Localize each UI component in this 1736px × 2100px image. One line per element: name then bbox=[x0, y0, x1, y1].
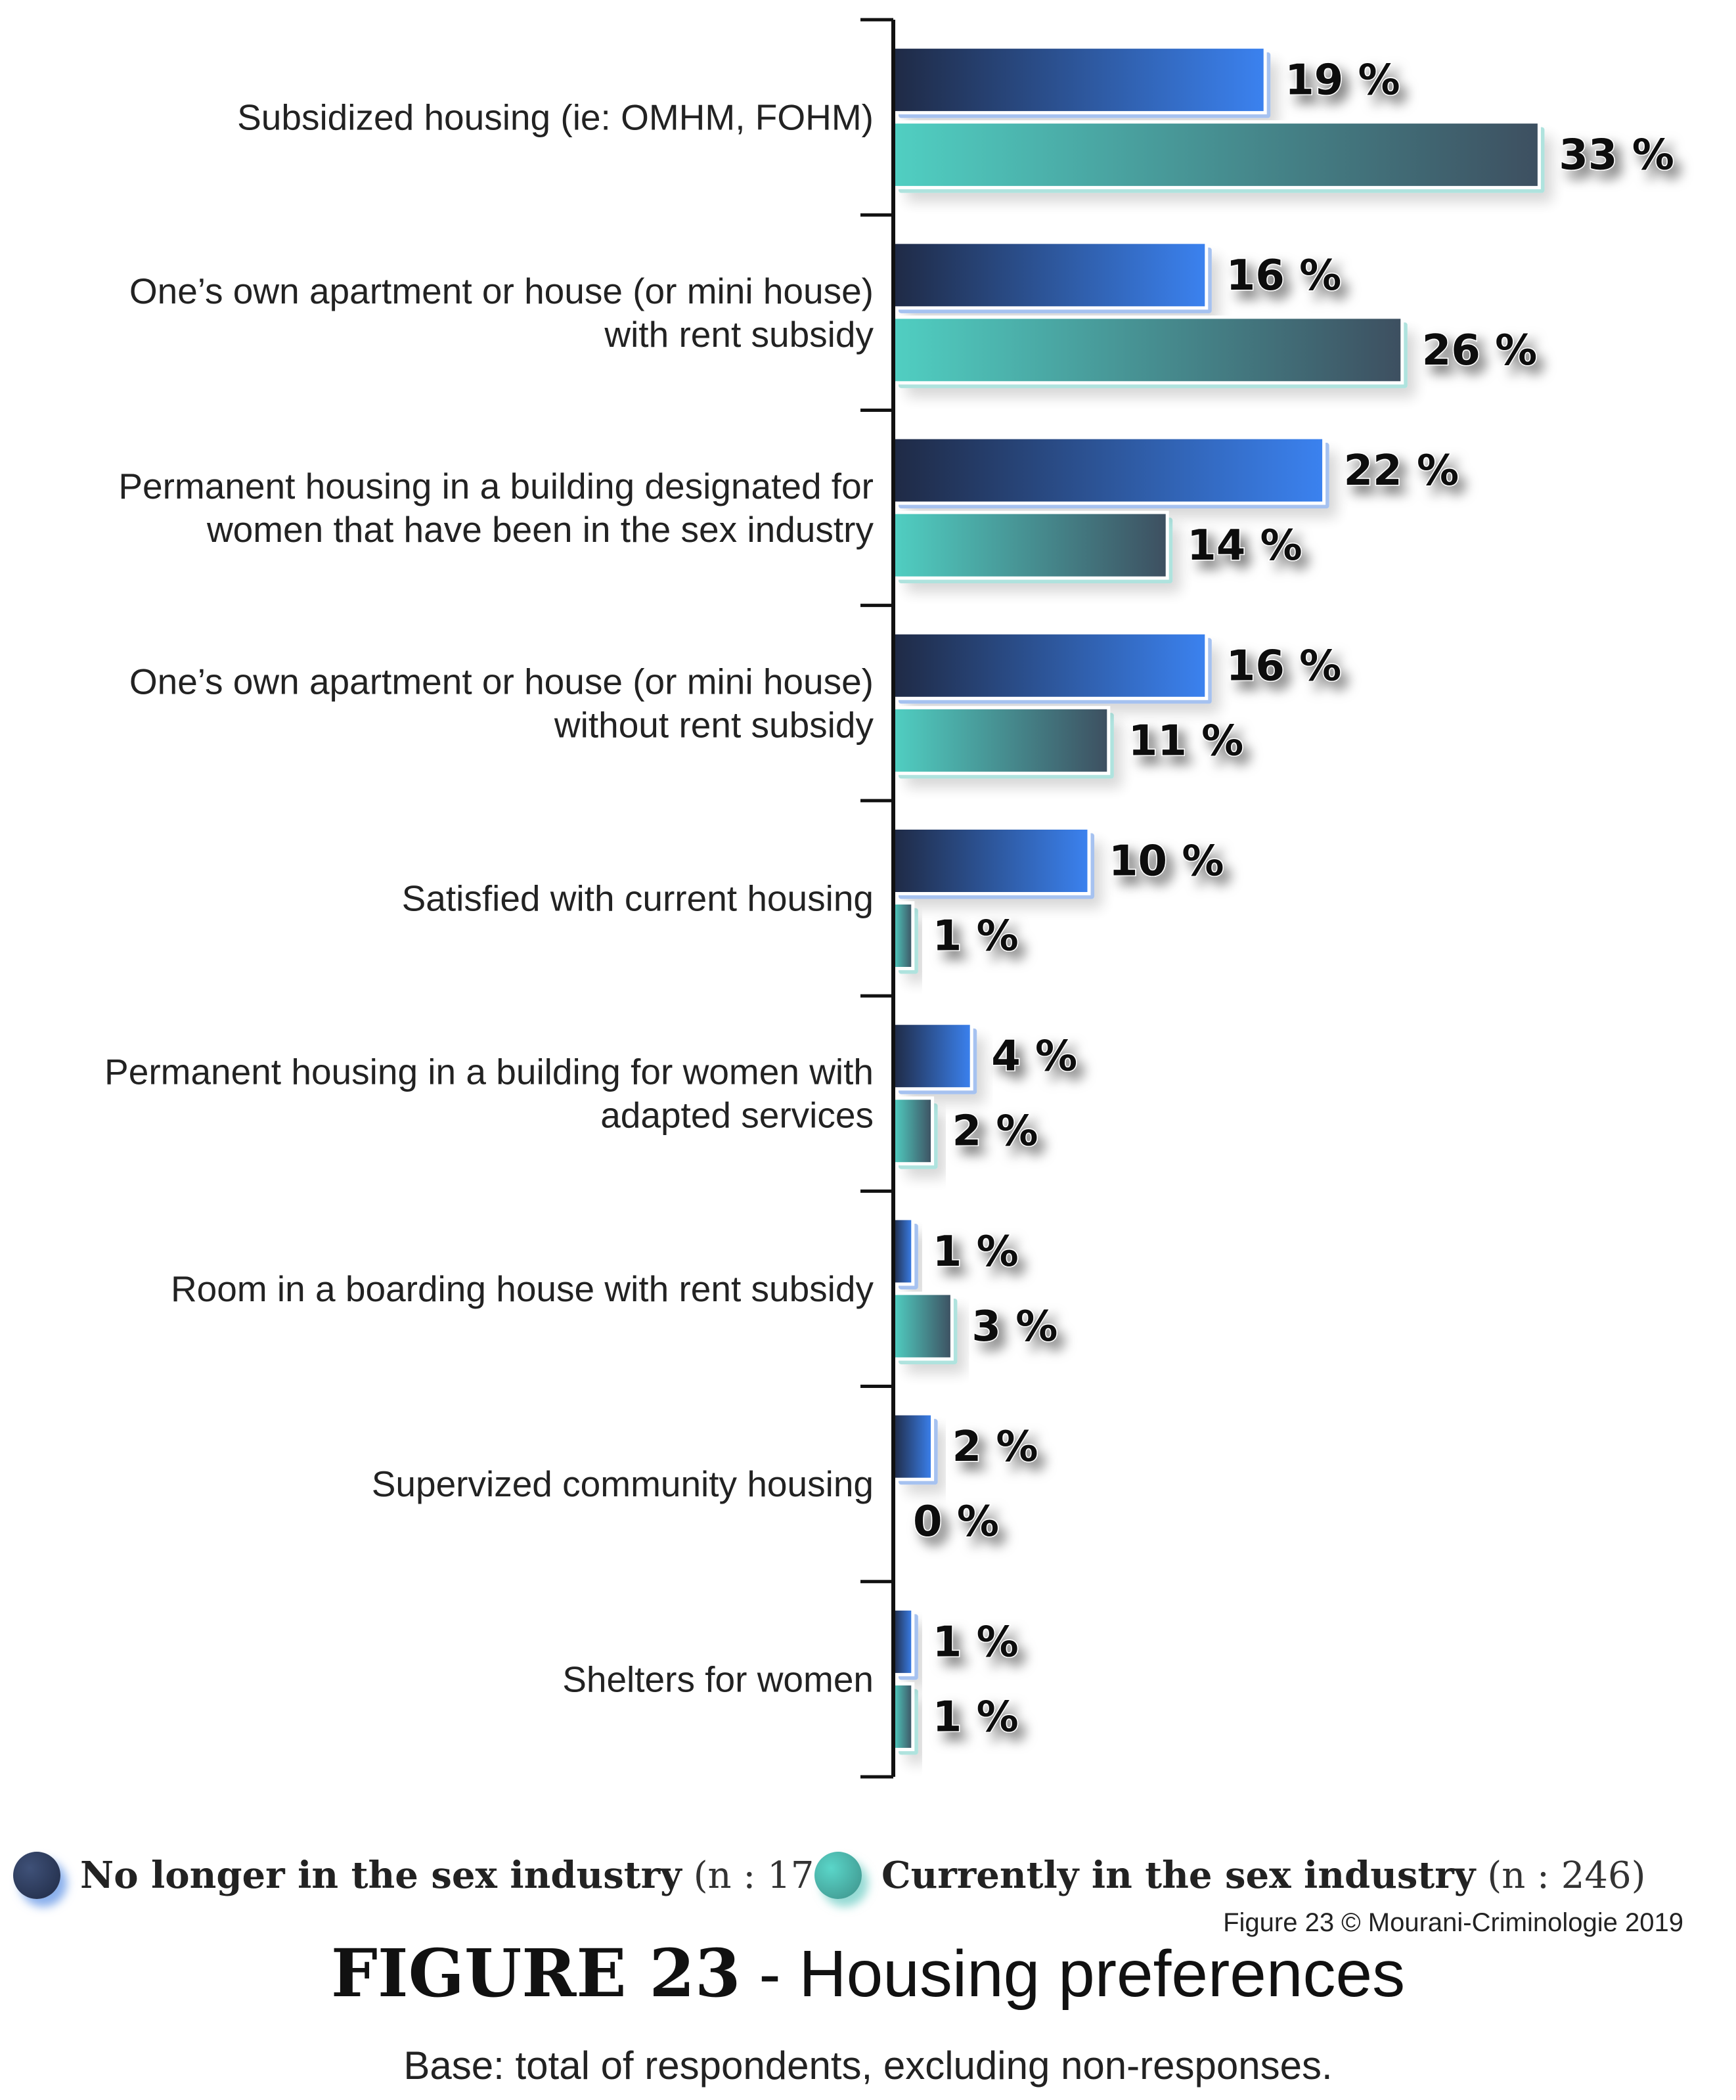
figure-number: FIGURE 23 bbox=[330, 1934, 741, 2012]
figure-credit: Figure 23 © Mourani-Criminologie 2019 bbox=[1223, 1908, 1683, 1937]
legend-item-currently: Currently in the sex industry (n : 246) bbox=[814, 1839, 1645, 1911]
legend-item-no-longer: No longer in the sex industry (n : 178) bbox=[13, 1839, 852, 1911]
category-label: adapted services bbox=[600, 1095, 874, 1136]
data-label: 1 % bbox=[933, 1228, 1019, 1276]
category-label: One’s own apartment or house (or mini ho… bbox=[129, 661, 874, 702]
figure-base-note: Base: total of respondents, excluding no… bbox=[403, 2044, 1333, 2088]
category-label: Satisfied with current housing bbox=[402, 878, 874, 919]
category-label: women that have been in the sex industry bbox=[206, 509, 874, 550]
data-label: 14 % bbox=[1187, 522, 1302, 570]
data-label: 4 % bbox=[991, 1033, 1077, 1081]
category-label: Subsidized housing (ie: OMHM, FOHM) bbox=[237, 97, 874, 138]
data-label: 33 % bbox=[1559, 131, 1674, 180]
data-label: 11 % bbox=[1128, 717, 1243, 765]
category-label: One’s own apartment or house (or mini ho… bbox=[129, 271, 874, 311]
bar bbox=[891, 436, 1326, 505]
bar bbox=[891, 1291, 954, 1361]
data-label: 1 % bbox=[933, 912, 1019, 961]
data-label: 3 % bbox=[971, 1303, 1057, 1351]
legend-series-n: (n : 246) bbox=[1487, 1854, 1646, 1897]
data-label: 26 % bbox=[1422, 326, 1537, 375]
data-label: 16 % bbox=[1226, 252, 1341, 300]
legend-series-name: No longer in the sex industry bbox=[80, 1854, 682, 1897]
bar bbox=[891, 826, 1091, 895]
bar bbox=[891, 1096, 935, 1166]
bar bbox=[891, 705, 1111, 775]
bar bbox=[891, 315, 1404, 385]
labels-group: Subsidized housing (ie: OMHM, FOHM) 19 % 3… bbox=[104, 55, 1675, 1743]
data-label: 19 % bbox=[1285, 56, 1400, 105]
bar bbox=[891, 631, 1209, 700]
category-label: Permanent housing in a building for wome… bbox=[104, 1052, 874, 1092]
category-label: Supervized community housing bbox=[372, 1463, 874, 1504]
data-label: 2 % bbox=[952, 1423, 1038, 1471]
data-label: 16 % bbox=[1226, 642, 1341, 690]
data-label: 1 % bbox=[933, 1618, 1019, 1666]
category-label: Permanent housing in a building designat… bbox=[118, 466, 874, 506]
legend: No longer in the sex industry (n : 178) … bbox=[0, 1839, 1736, 1911]
bar bbox=[891, 1412, 935, 1481]
category-label: Shelters for women bbox=[562, 1659, 874, 1699]
bar bbox=[891, 1682, 915, 1751]
bar bbox=[891, 1217, 915, 1286]
bar bbox=[891, 1021, 973, 1091]
figure-title: FIGURE 23 - Housing preferences bbox=[0, 1934, 1736, 2012]
bar-chart: Subsidized housing (ie: OMHM, FOHM) 19 % 3… bbox=[104, 18, 1675, 1779]
category-label: with rent subsidy bbox=[604, 314, 874, 355]
data-label: 2 % bbox=[952, 1107, 1038, 1156]
y-axis bbox=[860, 18, 895, 1779]
bar bbox=[891, 1607, 915, 1676]
data-label: 1 % bbox=[933, 1693, 1019, 1741]
bar bbox=[891, 240, 1209, 310]
data-label: 10 % bbox=[1109, 838, 1224, 886]
bar bbox=[891, 510, 1169, 580]
figure-name: - Housing preferences bbox=[740, 1937, 1406, 2011]
bar bbox=[891, 45, 1267, 115]
data-label: 22 % bbox=[1344, 447, 1459, 495]
legend-series-name: Currently in the sex industry bbox=[881, 1854, 1476, 1897]
category-label: without rent subsidy bbox=[554, 704, 874, 745]
legend-swatch-blue-icon bbox=[13, 1852, 60, 1899]
legend-swatch-teal-icon bbox=[814, 1852, 862, 1899]
bar bbox=[891, 120, 1541, 190]
data-label: 0 % bbox=[913, 1498, 999, 1546]
category-label: Room in a boarding house with rent subsi… bbox=[171, 1268, 874, 1309]
bar bbox=[891, 901, 915, 970]
